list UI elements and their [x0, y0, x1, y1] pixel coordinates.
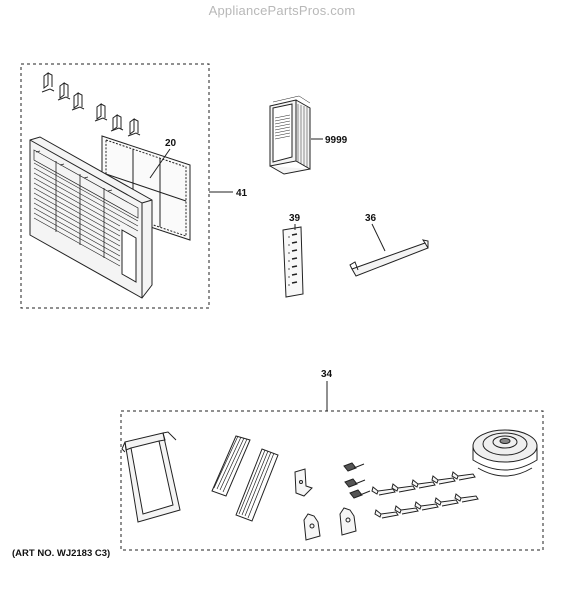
- callout-34: 34: [321, 369, 333, 380]
- front-grille-icon: [29, 136, 153, 299]
- callout-20: 20: [165, 138, 177, 149]
- owner-manual-icon: [269, 95, 311, 175]
- art-number: (ART NO. WJ2183 C3): [12, 548, 111, 559]
- angle-brackets-icon: [303, 507, 357, 541]
- mounting-clips-icon: [41, 72, 141, 137]
- bolts-icon: [343, 462, 371, 499]
- callout-39: 39: [289, 213, 301, 224]
- screws-icon: [371, 471, 479, 519]
- l-bracket-icon: [294, 468, 313, 497]
- callout-36: 36: [365, 213, 377, 224]
- callout-41: 41: [236, 188, 248, 199]
- callout-9999: 9999: [325, 135, 348, 146]
- callout-leader-36: [371, 223, 386, 252]
- foam-seal-roll-icon: [472, 429, 538, 477]
- accordion-curtains-icon: [211, 435, 279, 522]
- remote-control-icon: [282, 226, 304, 298]
- side-curtain-frame-icon: [121, 431, 181, 523]
- watermark: AppliancePartsPros.com: [208, 3, 356, 18]
- install-kit-boundary: [120, 410, 544, 551]
- callout-leader-20: [149, 148, 171, 179]
- seal-strip-icon: [349, 239, 429, 277]
